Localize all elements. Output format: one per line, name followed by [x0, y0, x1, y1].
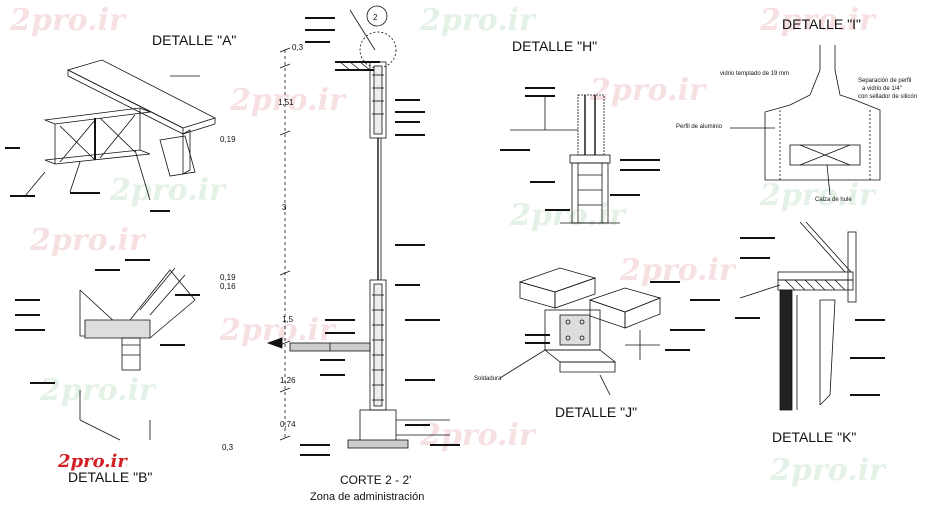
- dim-8: 0,74: [280, 420, 296, 429]
- detail-i: [730, 45, 881, 196]
- dim-7: 1,26: [280, 376, 296, 385]
- watermark-5: 2pro.ir: [589, 73, 707, 108]
- watermark-12: 2pro.ir: [39, 373, 157, 408]
- detail-h-title: DETALLE "H": [512, 38, 597, 54]
- section-marker: 2: [373, 13, 378, 22]
- watermark-2: 2pro.ir: [419, 3, 537, 38]
- detail-a: [5, 59, 217, 212]
- watermark-4: 2pro.ir: [229, 83, 347, 118]
- detail-i-note-glass: vidrio templado de 19 mm: [720, 71, 789, 77]
- dim-3: 3: [282, 203, 287, 212]
- detail-i-note-profile: Perfil de aluminio: [676, 124, 723, 130]
- section-title: CORTE 2 - 2': [340, 473, 411, 487]
- site-logo: 2pro.ir: [57, 451, 128, 472]
- watermark-3: 2pro.ir: [759, 3, 877, 38]
- watermark-layer: 2pro.ir 2pro.ir 2pro.ir 2pro.ir 2pro.ir …: [9, 3, 887, 488]
- detail-k: [690, 221, 885, 411]
- watermark-14: 2pro.ir: [769, 453, 887, 488]
- dim-0: 0,3: [292, 43, 304, 52]
- detail-j-title: DETALLE "J": [555, 404, 637, 420]
- dim-4: 0,19: [220, 273, 236, 282]
- dim-1: 1,51: [278, 98, 294, 107]
- detail-i-note-rubber: Calza de hule: [815, 197, 852, 203]
- dim-6: 1,5: [282, 315, 294, 324]
- watermark-6: 2pro.ir: [109, 173, 227, 208]
- dim-5: 0,16: [220, 282, 236, 291]
- detail-i-note-separation-2: a vidrio de 1/4": [862, 86, 902, 92]
- section-2-2: [266, 5, 460, 456]
- detail-j: [499, 267, 705, 396]
- watermark-7: 2pro.ir: [509, 198, 627, 233]
- section-subtitle: Zona de administración: [310, 491, 424, 503]
- detail-h: [500, 87, 660, 224]
- dim-9: 0,3: [222, 443, 234, 452]
- watermark-13: 2pro.ir: [419, 418, 537, 453]
- detail-j-note: Soldadura: [474, 376, 502, 382]
- detail-i-note-separation: Separación de perfil: [858, 78, 911, 84]
- detail-b: [15, 259, 200, 441]
- detail-i-title: DETALLE "I": [782, 16, 861, 32]
- detail-i-note-separation-3: con sellador de silicón: [858, 94, 917, 100]
- detail-b-title: DETALLE "B": [68, 469, 152, 485]
- watermark-9: 2pro.ir: [29, 223, 147, 258]
- watermark-8: 2pro.ir: [759, 178, 877, 213]
- detail-a-title: DETALLE "A": [152, 32, 236, 48]
- watermark-1: 2pro.ir: [9, 3, 127, 38]
- dim-2: 0,19: [220, 135, 236, 144]
- detail-k-title: DETALLE "K": [772, 429, 856, 445]
